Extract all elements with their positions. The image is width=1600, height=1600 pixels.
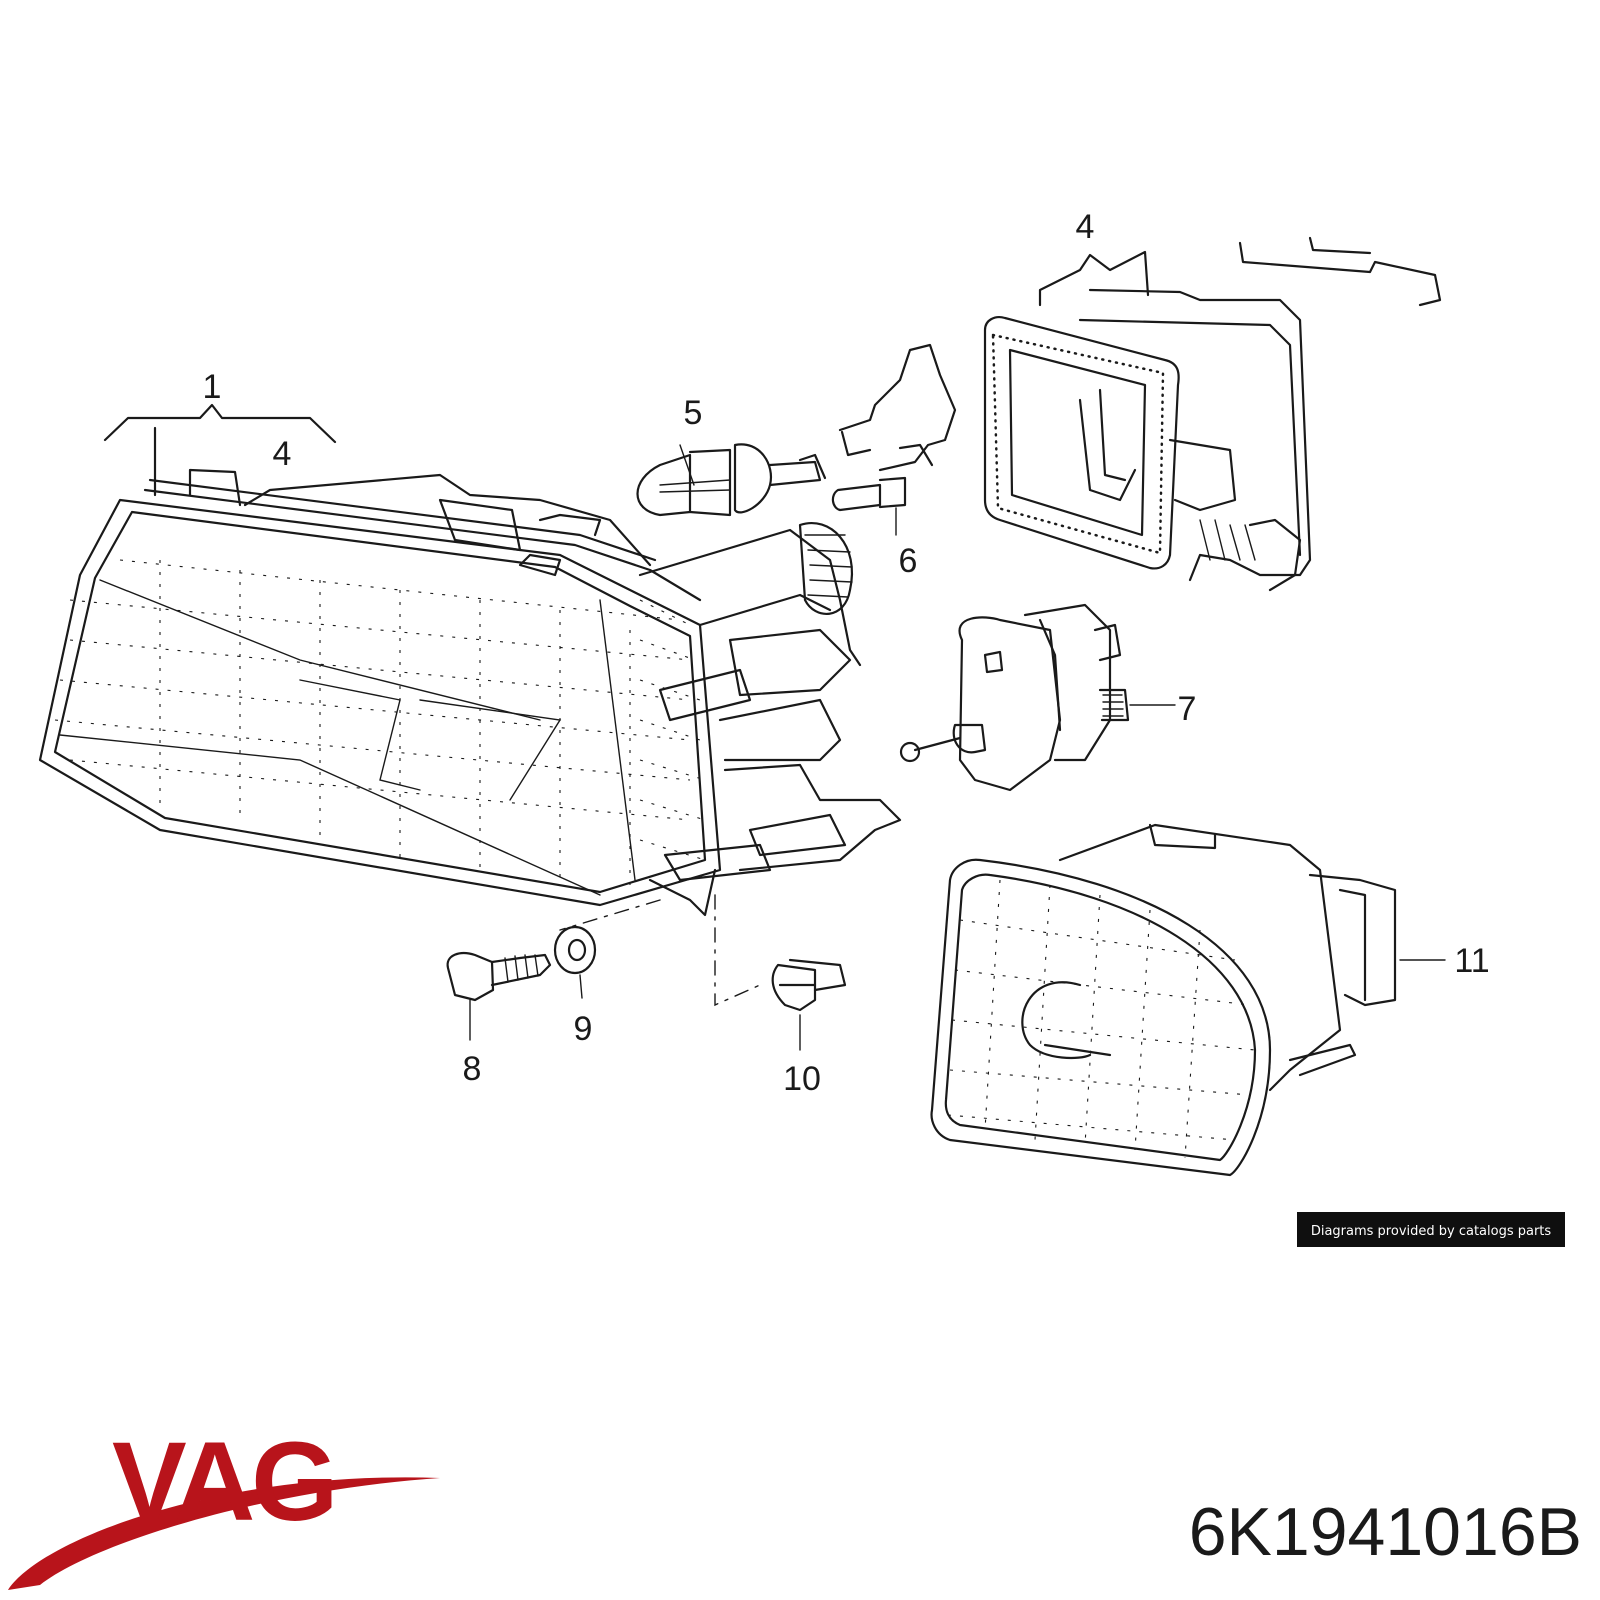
callout-4-right: 4 [1076, 208, 1095, 246]
washer [553, 925, 597, 999]
retaining-clip [771, 958, 847, 1051]
callout-1-bracket [103, 403, 337, 497]
callout-10: 10 [783, 1060, 821, 1098]
callout-11: 11 [1454, 942, 1489, 980]
credit-text: Diagrams provided by catalogs parts [1311, 1224, 1552, 1239]
callout-4-left: 4 [273, 435, 292, 473]
callout-6: 6 [899, 542, 918, 580]
headlight-leveling-motor [899, 603, 1176, 792]
vag-logo: VAG [8, 1419, 440, 1590]
brand-logo-text: VAG [112, 1419, 334, 1544]
part-number: 6K1941016B [1189, 1494, 1582, 1570]
side-marker-bulb [831, 476, 907, 536]
seal-fragment [838, 343, 957, 472]
callout-9: 9 [574, 1010, 593, 1048]
h4-bulb [636, 443, 827, 517]
logo-swoosh-icon [8, 1477, 440, 1590]
callout-1: 1 [203, 368, 222, 406]
callout-7: 7 [1178, 690, 1197, 728]
callout-8: 8 [463, 1050, 482, 1088]
bolt [446, 951, 552, 1041]
turn-signal-lamp [930, 823, 1446, 1177]
headlamp-assembly [38, 468, 902, 1007]
headlamp-rear-cover [983, 236, 1442, 592]
callout-5: 5 [684, 394, 703, 432]
credit-badge: Diagrams provided by catalogs parts [1297, 1212, 1565, 1247]
